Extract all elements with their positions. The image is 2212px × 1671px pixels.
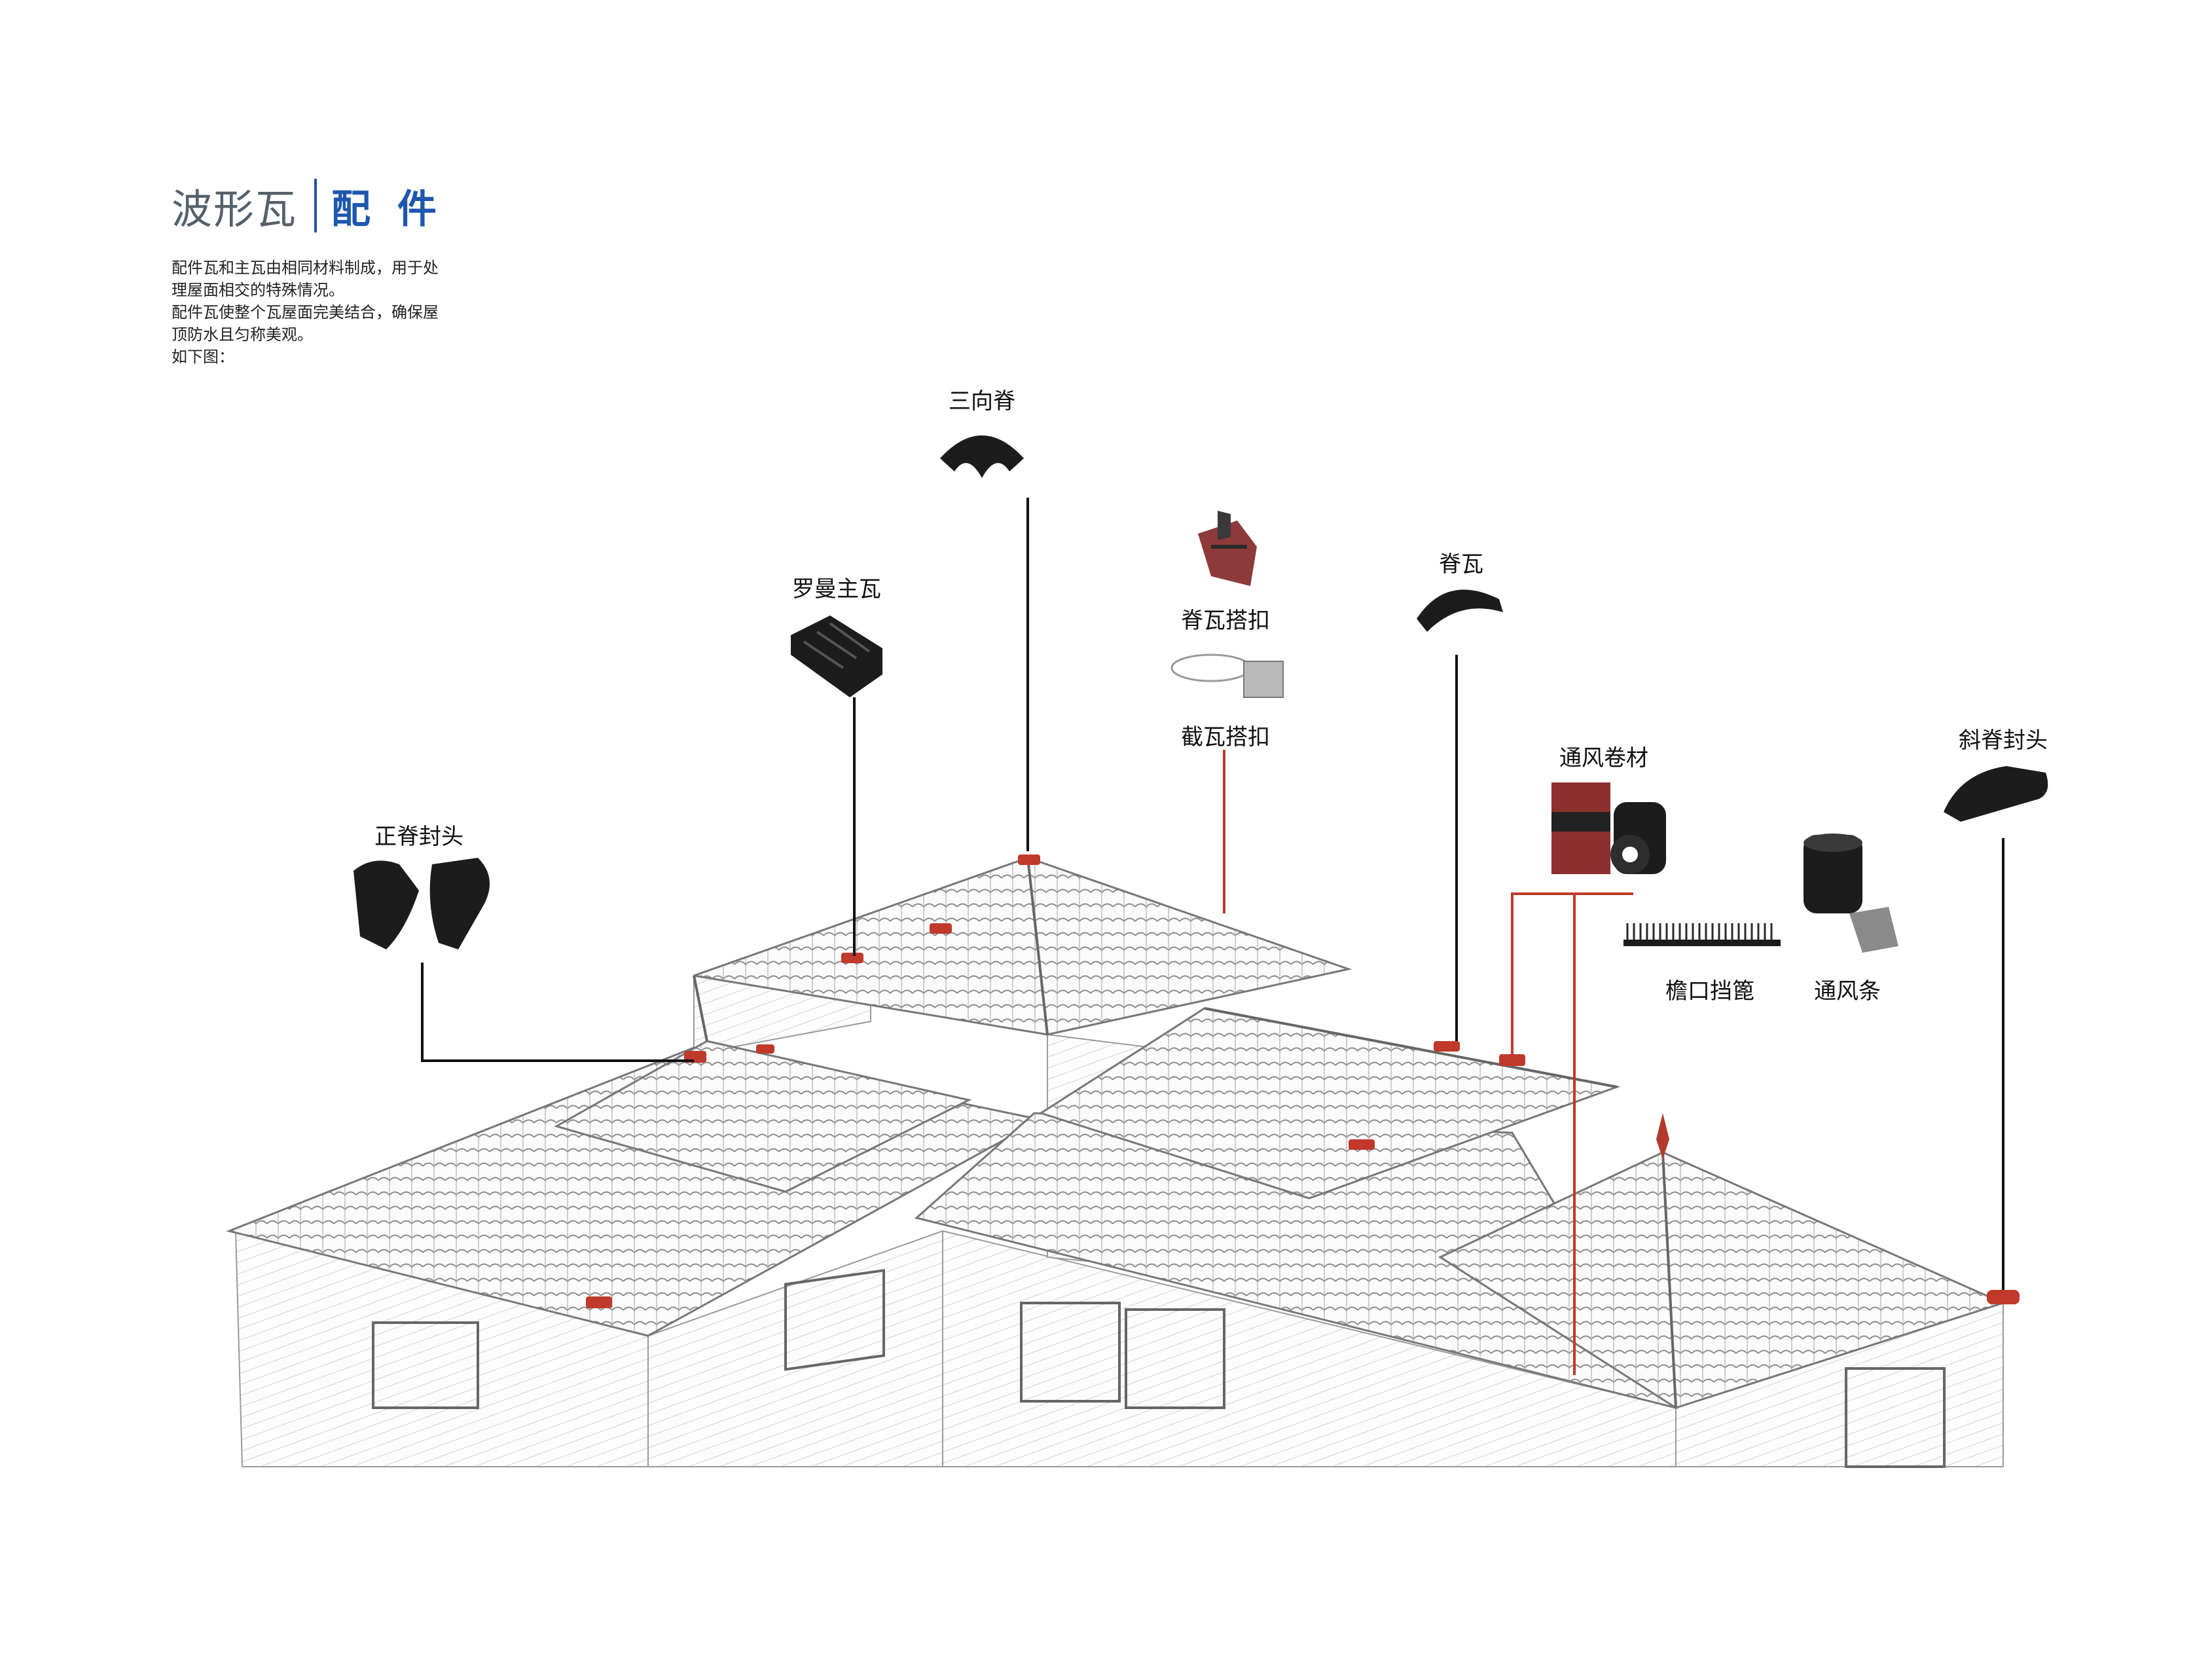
- label-ventilation-roll: 通风卷材: [1559, 745, 1648, 771]
- cut-tile-clip-icon: [1170, 653, 1284, 698]
- hip-end-cap-icon: [1944, 766, 2048, 822]
- label-vent-strip: 通风条: [1814, 978, 1881, 1004]
- label-cut-tile-clip: 截瓦搭扣: [1181, 724, 1270, 750]
- vent-strip-icon: [1804, 834, 1898, 953]
- label-roman-tile: 罗曼主瓦: [792, 576, 881, 602]
- ridge-end-cap-icon: [354, 858, 490, 949]
- roof-accessory-markers: [586, 854, 2020, 1308]
- title-divider: [314, 179, 317, 232]
- page-title: 波形瓦: [172, 185, 298, 233]
- ridge-clip-icon: [1198, 511, 1257, 586]
- page-subtitle: 配 件: [331, 186, 443, 232]
- three-way-ridge-icon: [940, 435, 1024, 478]
- ventilation-roll-icon: [1551, 782, 1666, 874]
- label-ridge-tile: 脊瓦: [1439, 551, 1483, 578]
- intro-line: 配件瓦和主瓦由相同材料制成，用于处: [172, 259, 439, 277]
- roof-tiles: [226, 856, 2006, 1410]
- ridge-tile-icon: [1417, 589, 1503, 632]
- intro-line: 配件瓦使整个瓦屋面完美结合，确保屋: [172, 303, 439, 321]
- label-ridge-clip: 脊瓦搭扣: [1181, 608, 1270, 634]
- label-hip-end-cap: 斜脊封头: [1959, 727, 2048, 754]
- intro-line: 理屋面相交的特殊情况。: [172, 281, 344, 299]
- label-ridge-end-cap: 正脊封头: [374, 824, 463, 850]
- label-three-way-ridge: 三向脊: [949, 388, 1015, 414]
- intro-line: 如下图：: [172, 348, 234, 366]
- page-header: 波形瓦 配 件: [172, 178, 443, 233]
- intro-line: 顶防水且匀称美观。: [172, 325, 313, 344]
- roman-tile-icon: [791, 615, 882, 697]
- label-eave-comb: 檐口挡篦: [1665, 978, 1754, 1004]
- intro-text: 配件瓦和主瓦由相同材料制成，用于处 理屋面相交的特殊情况。 配件瓦使整个瓦屋面完…: [172, 257, 460, 368]
- eave-comb-icon: [1623, 923, 1781, 946]
- leader-lines: [421, 498, 2004, 1375]
